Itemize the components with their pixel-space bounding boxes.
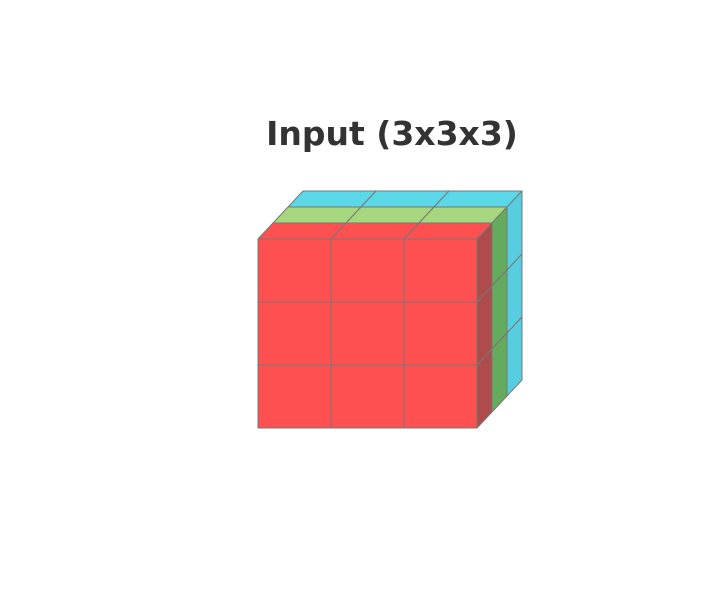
channel-3-front-cell xyxy=(330,238,405,303)
channel-3-front-cell xyxy=(257,301,332,366)
channel-3-front-cell xyxy=(403,364,478,429)
channel-3-front-cell xyxy=(330,364,405,429)
channel-3-front-cell xyxy=(403,238,478,303)
channel-3-front-cell xyxy=(257,238,332,303)
diagram-title: Input (3x3x3) xyxy=(266,114,518,153)
channel-3-front-cell xyxy=(403,301,478,366)
tensor-channel-layers xyxy=(257,190,523,429)
channel-3-front-cell xyxy=(257,364,332,429)
channel-3-front-cell xyxy=(330,301,405,366)
